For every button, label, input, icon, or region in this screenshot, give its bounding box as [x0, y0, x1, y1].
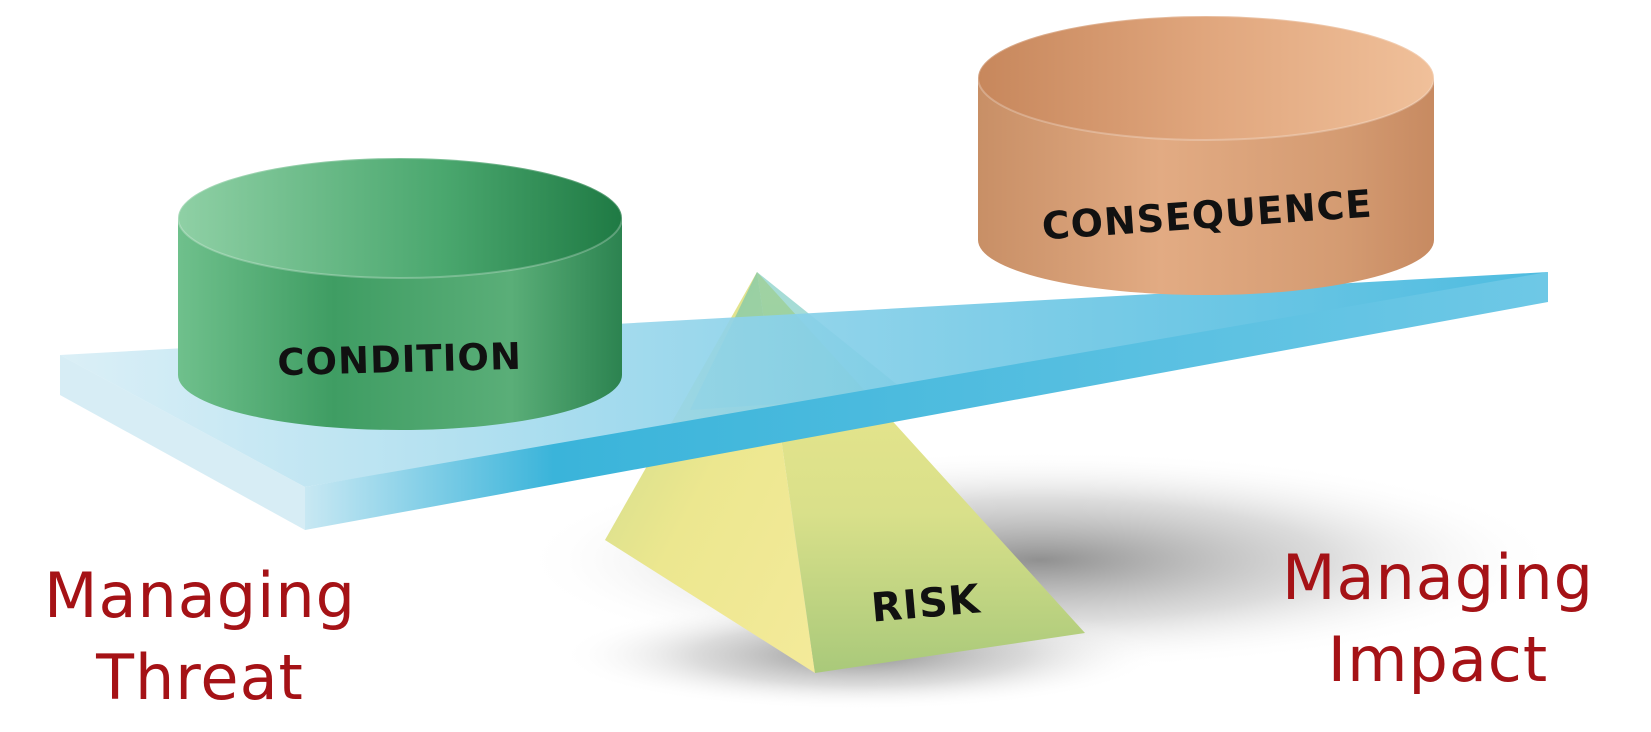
managing-impact-caption: Managing Impact — [1238, 537, 1638, 701]
balance-beam — [60, 272, 1548, 530]
managing-threat-line2: Threat — [96, 641, 304, 714]
risk-label: RISK — [869, 576, 983, 631]
condition-cylinder — [177, 157, 623, 430]
managing-threat-line1: Managing — [43, 559, 356, 632]
managing-impact-line1: Managing — [1281, 541, 1594, 614]
managing-impact-line2: Impact — [1327, 623, 1549, 696]
managing-threat-caption: Managing Threat — [0, 555, 400, 719]
consequence-cylinder — [977, 15, 1435, 295]
condition-label: CONDITION — [277, 335, 523, 384]
